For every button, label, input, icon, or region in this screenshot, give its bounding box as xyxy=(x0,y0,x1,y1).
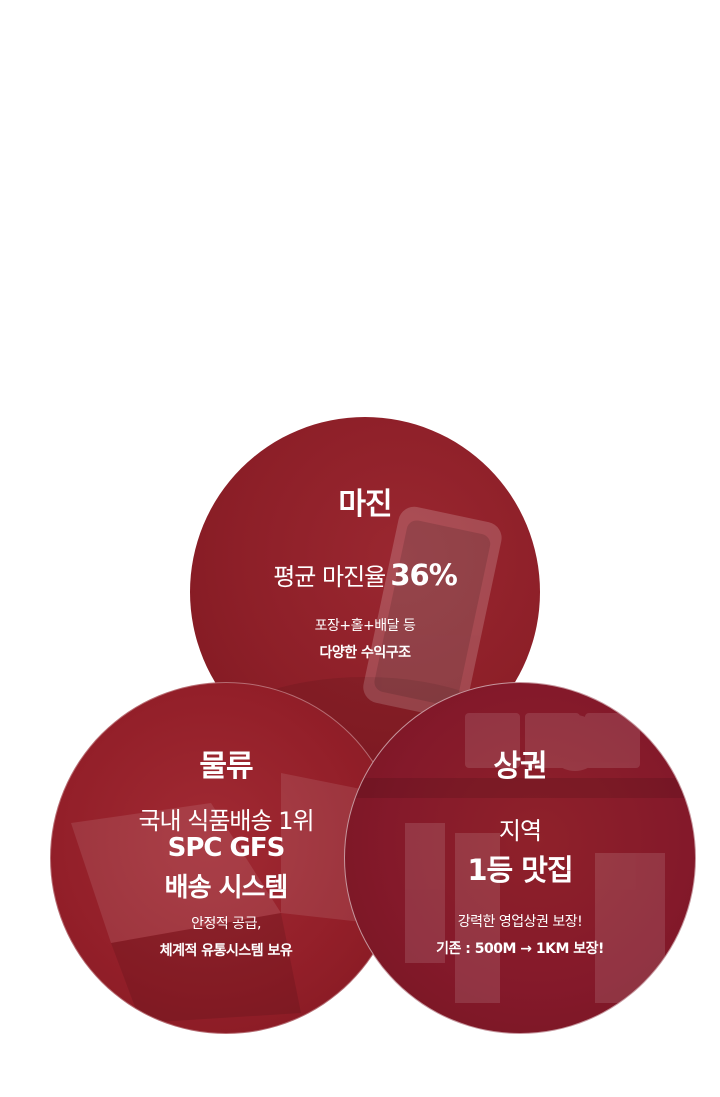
logistics-line2: SPC GFS xyxy=(167,833,286,863)
area-line2: 1등 맛집 xyxy=(467,853,573,887)
area-line1: 지역 xyxy=(498,817,542,845)
logistics-line3: 배송 시스템 xyxy=(164,873,289,903)
margin-detail-line1: 포장+홀+배달 등 xyxy=(314,618,416,634)
margin-average-value: 36% xyxy=(390,558,457,592)
area-detail-line1: 강력한 영업상권 보장! xyxy=(457,914,583,930)
area-detail-line2: 기존 : 500M → 1KM 보장! xyxy=(436,941,604,957)
delivery-box-photo-illustration xyxy=(71,773,381,1023)
logistics-detail-line1: 안정적 공급, xyxy=(191,916,261,932)
logistics-detail-line2: 체계적 유통시스템 보유 xyxy=(159,943,293,959)
area-details: 강력한 영업상권 보장! 기존 : 500M → 1KM 보장! xyxy=(345,909,695,963)
logistics-title: 물류 xyxy=(199,749,253,784)
margin-title: 마진 xyxy=(338,487,392,522)
logistics-circle: 물류 국내 식품배송 1위 SPC GFS 배송 시스템 안정적 공급, 체계적… xyxy=(50,682,402,1034)
logistics-details: 안정적 공급, 체계적 유통시스템 보유 xyxy=(51,911,401,965)
margin-average: 평균 마진율 36% xyxy=(190,557,540,592)
logistics-line1: 국내 식품배송 1위 xyxy=(138,807,314,835)
storefront-photo-illustration xyxy=(345,713,695,1003)
margin-average-label: 평균 마진율 xyxy=(273,563,386,591)
margin-detail-line2: 다양한 수익구조 xyxy=(319,645,411,661)
margin-details: 포장+홀+배달 등 다양한 수익구조 xyxy=(190,613,540,667)
area-circle: 상권 지역 1등 맛집 강력한 영업상권 보장! 기존 : 500M → 1KM… xyxy=(344,682,696,1034)
area-title: 상권 xyxy=(493,749,547,784)
